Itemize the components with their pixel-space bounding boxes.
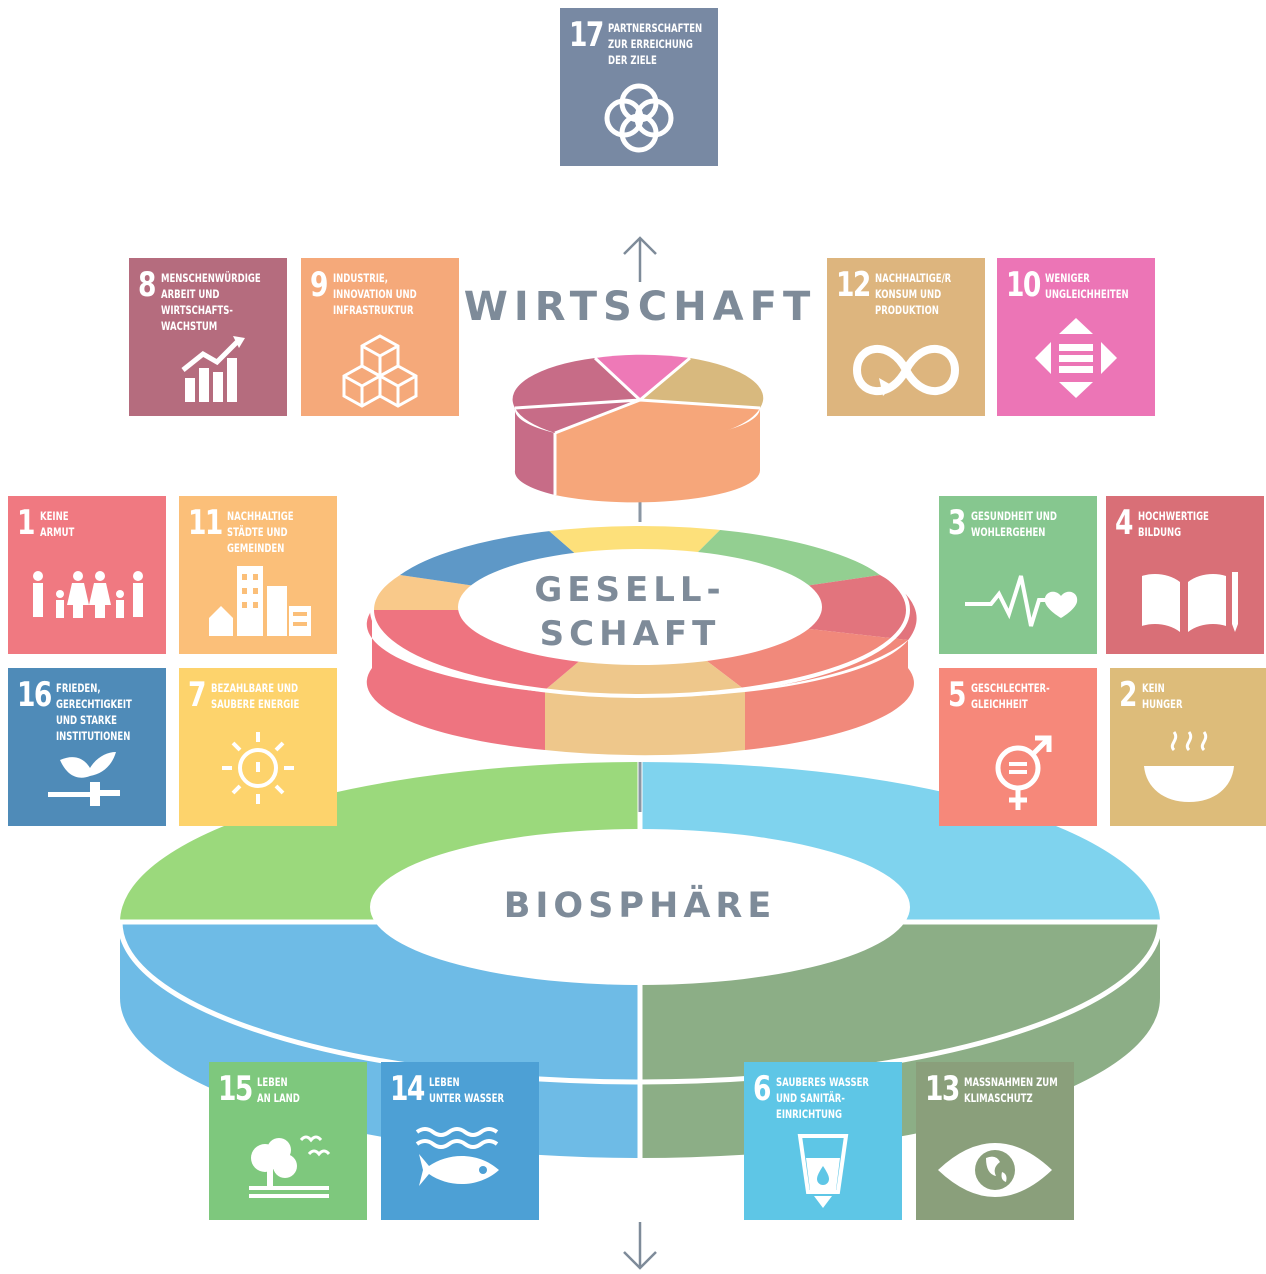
goal-tile-10: 10Weniger Ungleichheiten: [997, 258, 1155, 416]
economy-side-front: [555, 408, 761, 503]
goal-tile-6: 6Sauberes Wasser und Sanitär- einrichtun…: [744, 1062, 902, 1220]
economy-top-right: [640, 358, 764, 408]
goal-tile-5: 5Geschlechter- gleichheit: [939, 668, 1097, 826]
goal-tile-9: 9Industrie, Innovation und Infrastruktur: [301, 258, 459, 416]
goal-tile-16: 16Frieden, Gerechtigkeit und starke Inst…: [8, 668, 166, 826]
interlinked-rings-icon: [604, 83, 674, 153]
goal-number: 10: [1006, 265, 1041, 305]
goal-label: Bezahlbare und saubere Energie: [211, 681, 300, 711]
goal-label: Weniger Ungleichheiten: [1045, 271, 1129, 301]
goal-number: 8: [138, 265, 156, 305]
goal-number: 12: [836, 265, 871, 305]
goal-number: 16: [17, 675, 52, 715]
goal-tile-15: 15Leben an Land: [209, 1062, 367, 1220]
fish-waves-icon: [415, 1127, 499, 1186]
goal-label: Industrie, Innovation und Infrastruktur: [333, 271, 417, 317]
goal-number: 4: [1115, 503, 1133, 543]
infinity-loop-icon: [852, 345, 960, 396]
goal-label: Leben unter Wasser: [429, 1075, 505, 1105]
goal-number: 9: [310, 265, 328, 305]
biosphere-center: [370, 829, 910, 985]
economy-top-frontleft: [515, 400, 640, 433]
biosphere-layer-label: BIOSPHÄRE: [503, 886, 777, 926]
dove-gavel-icon: [48, 752, 120, 806]
society-layer-label: GESELL- SCHAFT: [534, 570, 726, 654]
gender-equality-icon: [995, 735, 1052, 810]
goal-tile-1: 1Keine Armut: [8, 496, 166, 654]
goal-number: 14: [390, 1069, 425, 1109]
goal-number: 15: [218, 1069, 253, 1109]
goal-tile-17: 17Partnerschaften zur Erreichung der Zie…: [560, 8, 718, 166]
arrow-down-icon: [623, 1222, 657, 1270]
economy-side-left: [514, 408, 555, 495]
goal-tile-12: 12Nachhaltige/r Konsum und Produktion: [827, 258, 985, 416]
goal-tile-13: 13Maßnahmen zum Klimaschutz: [916, 1062, 1074, 1220]
society-disc: [366, 522, 917, 756]
book-pen-icon: [1142, 572, 1238, 632]
goal-number: 3: [948, 503, 966, 543]
goal-tile-11: 11Nachhaltige Städte und Gemeinden: [179, 496, 337, 654]
goal-label: Nachhaltige Städte und Gemeinden: [227, 509, 294, 555]
goal-number: 6: [753, 1069, 771, 1109]
society-side-2: [545, 692, 745, 756]
goal-tile-3: 3Gesundheit und Wohlergehen: [939, 496, 1097, 654]
tree-birds-icon: [249, 1135, 331, 1198]
goal-number: 2: [1119, 675, 1137, 715]
goal-tile-2: 2Kein Hunger: [1110, 668, 1266, 826]
goal-label: Geschlechter- gleichheit: [971, 681, 1050, 711]
sun-power-icon: [222, 732, 294, 804]
goal-label: Partnerschaften zur Erreichung der Ziele: [608, 21, 703, 67]
goal-tile-7: 7Bezahlbare und saubere Energie: [179, 668, 337, 826]
goal-number: 1: [17, 503, 35, 543]
goal-label: Keine Armut: [40, 509, 75, 539]
goal-number: 13: [925, 1069, 960, 1109]
city-buildings-icon: [209, 566, 311, 636]
goal-label: Gesundheit und Wohlergehen: [971, 509, 1057, 539]
equality-arrows-icon: [1035, 318, 1117, 398]
goal-label: Kein Hunger: [1142, 681, 1183, 711]
water-glass-icon: [797, 1134, 849, 1208]
economy-top-back: [595, 354, 690, 400]
society-side-3: [745, 610, 914, 750]
goal-number: 5: [948, 675, 966, 715]
society-center: [458, 549, 822, 665]
goal-label: Menschenwürdige Arbeit und Wirtschafts- …: [161, 271, 261, 333]
society-side-1: [366, 610, 545, 750]
goal-tile-14: 14Leben unter Wasser: [381, 1062, 539, 1220]
growth-chart-icon: [181, 336, 245, 402]
goal-label: Leben an Land: [257, 1075, 300, 1105]
economy-disc: [512, 354, 764, 503]
steaming-bowl-icon: [1144, 731, 1234, 802]
stacked-cubes-icon: [342, 334, 418, 408]
goal-label: Maßnahmen zum Klimaschutz: [964, 1075, 1058, 1105]
economy-top-front: [555, 400, 760, 444]
goal-tile-8: 8Menschenwürdige Arbeit und Wirtschafts-…: [129, 258, 287, 416]
family-icon: [33, 571, 143, 618]
goal-label: Hochwertige Bildung: [1138, 509, 1209, 539]
economy-layer-label: WIRTSCHAFT: [463, 284, 817, 330]
heartbeat-icon: [965, 575, 1078, 627]
goal-number: 7: [188, 675, 206, 715]
goal-tile-4: 4Hochwertige Bildung: [1106, 496, 1264, 654]
goal-label: Nachhaltige/r Konsum und Produktion: [875, 271, 952, 317]
goal-label: Frieden, Gerechtigkeit und starke Instit…: [56, 681, 132, 743]
goal-number: 11: [188, 503, 223, 543]
goal-number: 17: [569, 15, 604, 55]
arrow-up-icon: [623, 236, 657, 282]
earth-eye-icon: [938, 1143, 1052, 1197]
goal-label: Sauberes Wasser und Sanitär- einrichtung: [776, 1075, 869, 1121]
